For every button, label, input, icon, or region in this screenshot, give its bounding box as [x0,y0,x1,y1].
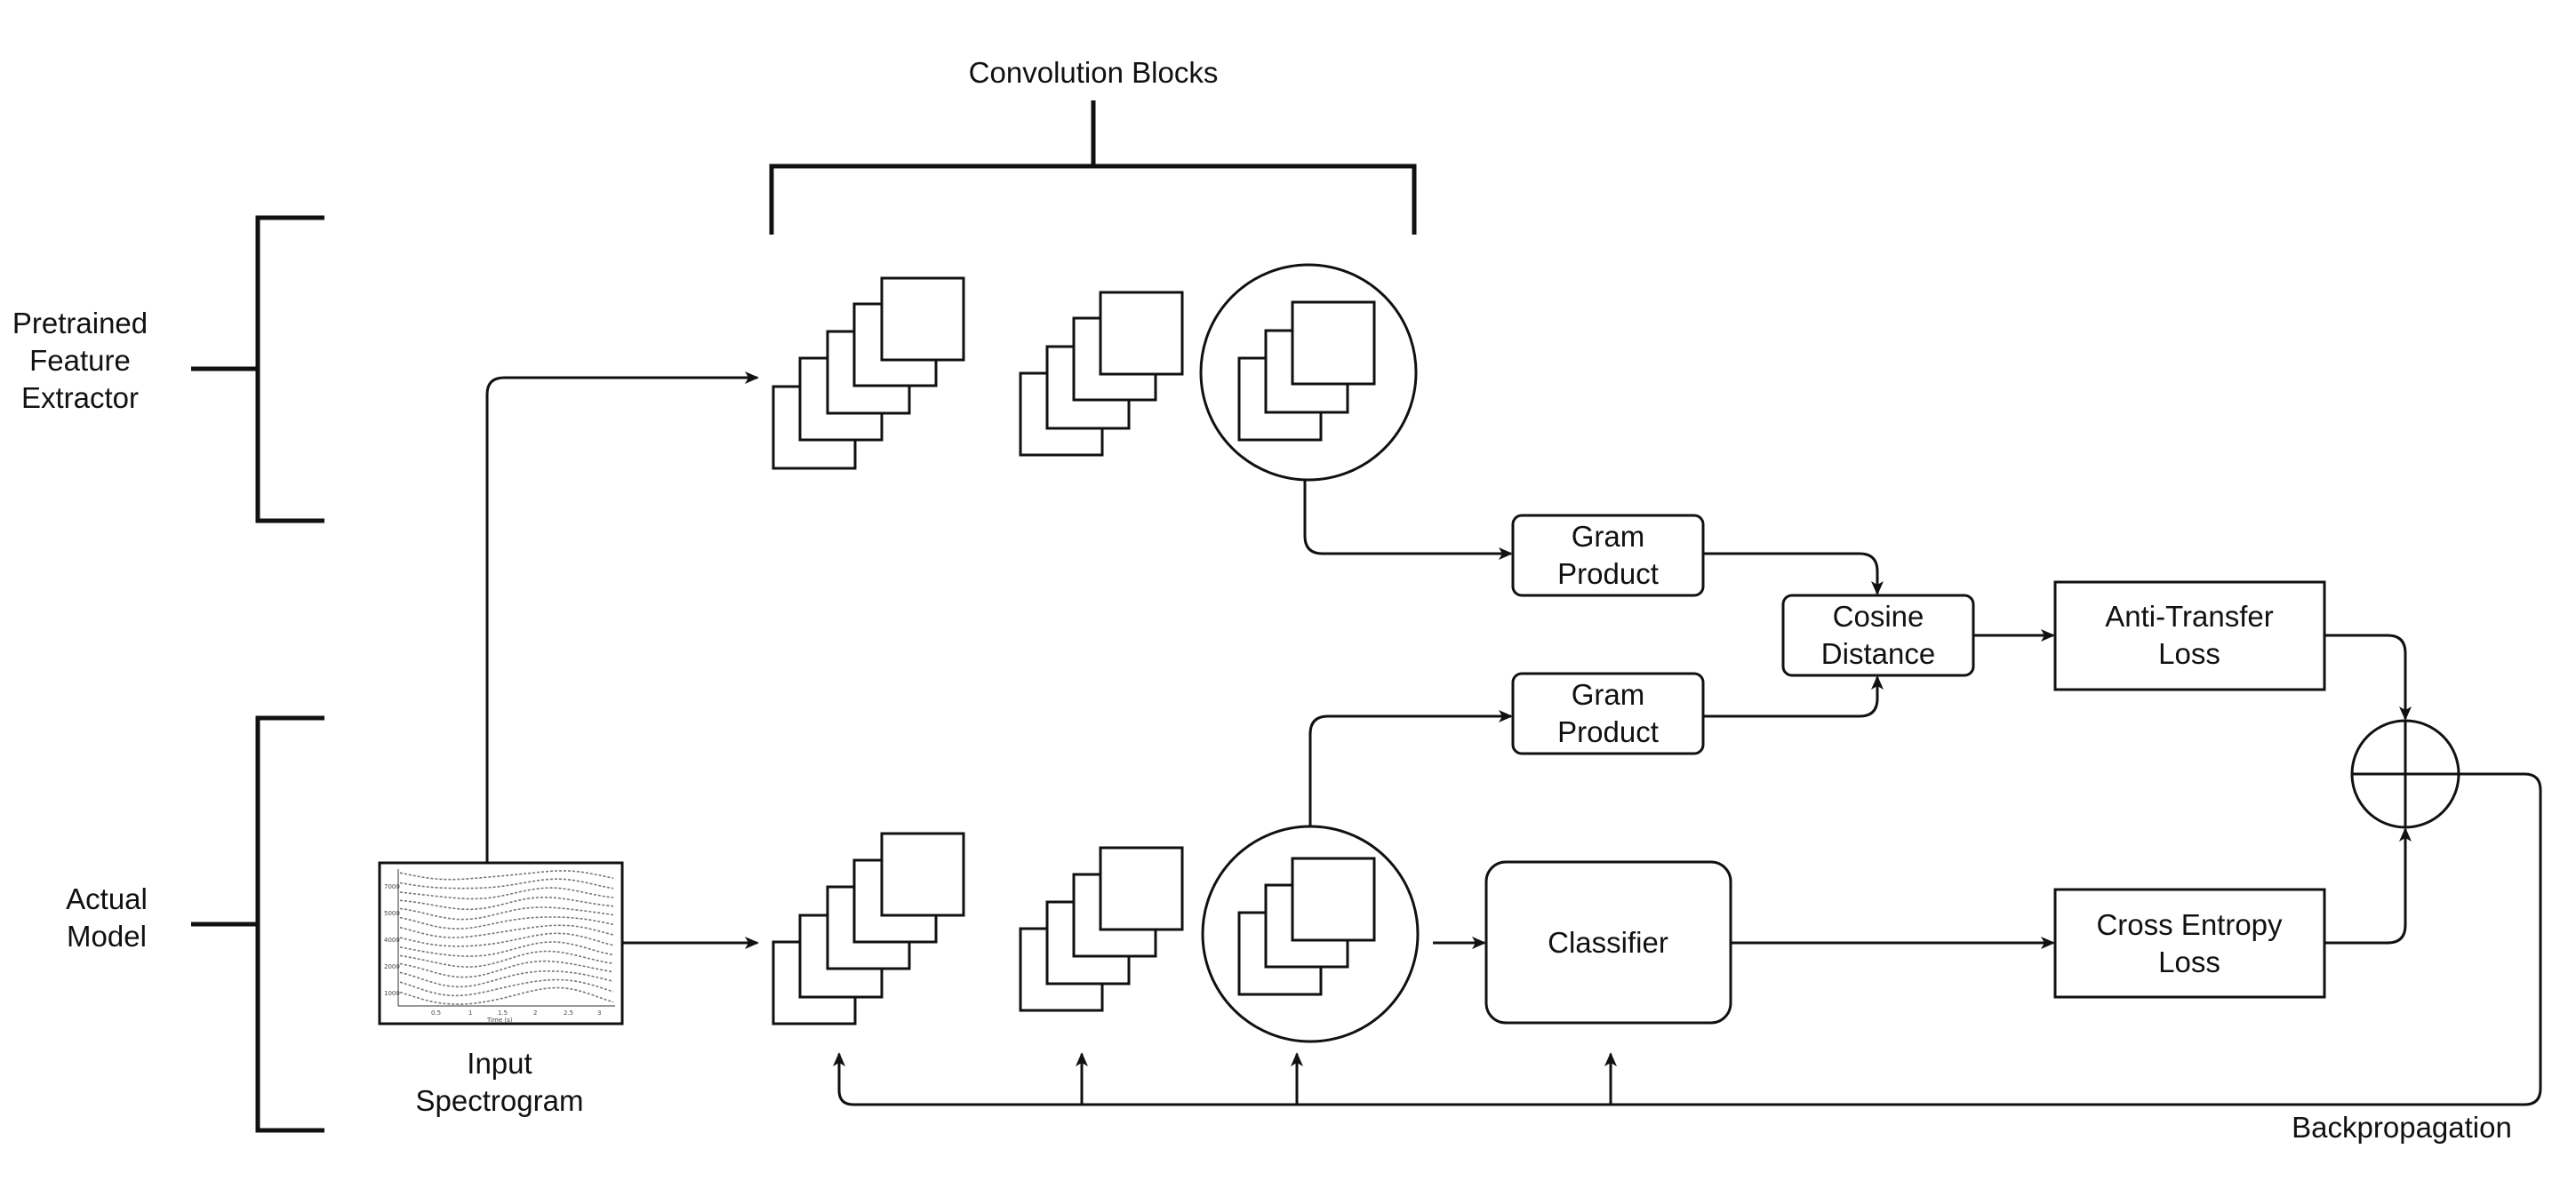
spectrogram-curve [399,950,614,968]
svg-text:0.5: 0.5 [431,1009,441,1017]
model-conv-block-1 [772,832,965,1025]
spectrogram-curve [399,870,614,881]
cosine-distance-label: Cosine Distance [1820,600,1936,670]
spectrogram-curve [399,916,614,930]
svg-text:Time (s): Time (s) [486,1017,513,1024]
gram-product-bottom-label: Gram Product [1557,678,1659,748]
svg-text:1: 1 [468,1009,472,1017]
circle-plus-icon [2350,719,2460,829]
spectrogram-curve [399,897,614,911]
svg-text:1000: 1000 [384,990,400,997]
classifier-label: Classifier [1548,926,1668,959]
pretrained-extractor-bracket [191,215,324,523]
spectrogram-curve [399,932,614,947]
svg-text:5000: 5000 [384,910,400,917]
cross-entropy-loss-box [2053,888,2326,999]
anti-transfer-loss-label: Anti-Transfer Loss [2105,600,2274,670]
anti-transfer-loss-box [2053,580,2326,691]
connections [485,371,2542,1106]
spectrogram-curve [399,960,614,978]
pretrained-conv-block-2 [1019,291,1184,457]
pretrained-feature-extractor-label: Pretrained Feature Extractor [12,307,148,414]
svg-text:1.5: 1.5 [498,1009,508,1017]
input-spectrogram-label: Input Spectrogram [415,1047,584,1117]
convolution-blocks-label: Convolution Blocks [968,56,1219,89]
pretrained-conv-block-3-circled [1199,263,1418,482]
spectrogram-curve [399,941,614,957]
spectrogram-curve [399,906,614,921]
model-conv-block-3-circled [1201,825,1420,1043]
model-conv-block-2 [1019,846,1184,1012]
gram-product-bottom-box [1511,672,1705,755]
svg-text:2000: 2000 [384,963,400,970]
gram-product-top-box [1511,514,1705,597]
spectrogram-curve [399,924,614,938]
actual-model-label: Actual Model [66,882,148,953]
svg-text:4000: 4000 [384,937,400,944]
svg-text:3: 3 [597,1009,601,1017]
spectrogram-curve [399,986,614,1005]
pretrained-conv-block-1 [772,276,965,470]
spectrogram-curve [399,887,614,900]
convolution-blocks-bracket [769,100,1417,235]
spectrogram-curve [399,878,614,890]
cross-entropy-loss-label: Cross Entropy Loss [2096,908,2283,978]
spectrogram-curve [399,978,614,997]
svg-text:7000: 7000 [384,883,400,890]
svg-text:2: 2 [533,1009,537,1017]
gram-product-top-label: Gram Product [1557,520,1659,590]
backpropagation-label: Backpropagation [2292,1111,2512,1144]
spectrogram-thumbnail: 7000 5000 4000 2000 1000 0.5 1 1.5 2 2.5… [378,861,624,1025]
spectrogram-curve [399,970,614,988]
svg-text:2.5: 2.5 [564,1009,573,1017]
actual-model-bracket [191,715,324,1133]
